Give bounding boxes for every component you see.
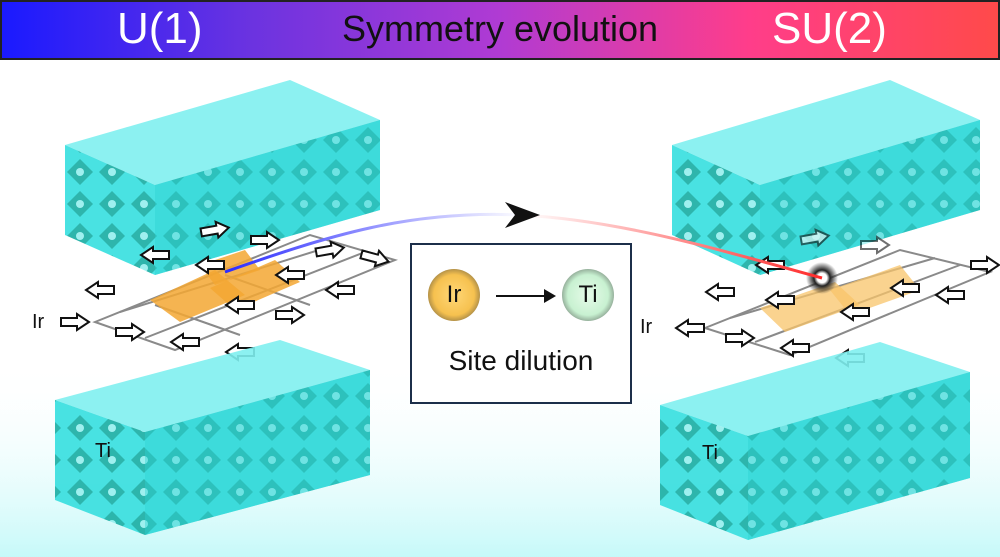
ti-atom: Ti [562, 269, 614, 321]
left-ir-label: Ir [32, 311, 45, 333]
right-ti-label: Ti [702, 442, 718, 464]
site-dilution-legend: Ir Ti Site dilution [410, 243, 632, 404]
u1-label: U(1) [117, 4, 203, 53]
left-bottom-slab [55, 340, 370, 535]
right-bottom-slab [660, 342, 970, 540]
su2-label: SU(2) [772, 4, 887, 53]
substitution-arrow [496, 295, 548, 297]
right-ir-label: Ir [640, 316, 653, 338]
symmetry-banner: U(1) Symmetry evolution SU(2) [0, 0, 1000, 60]
right-top-slab [672, 80, 980, 275]
left-top-slab [65, 80, 380, 275]
ir-atom: Ir [428, 269, 480, 321]
banner-title: Symmetry evolution [341, 8, 659, 50]
arc-arrowhead [505, 202, 540, 228]
left-ir-lattice [60, 218, 399, 361]
substitution-arrowhead [544, 289, 556, 303]
left-ti-label: Ti [95, 440, 111, 462]
ir-atom-label: Ir [446, 281, 462, 308]
ti-atom-label: Ti [578, 281, 598, 308]
site-dilution-caption: Site dilution [448, 345, 594, 376]
